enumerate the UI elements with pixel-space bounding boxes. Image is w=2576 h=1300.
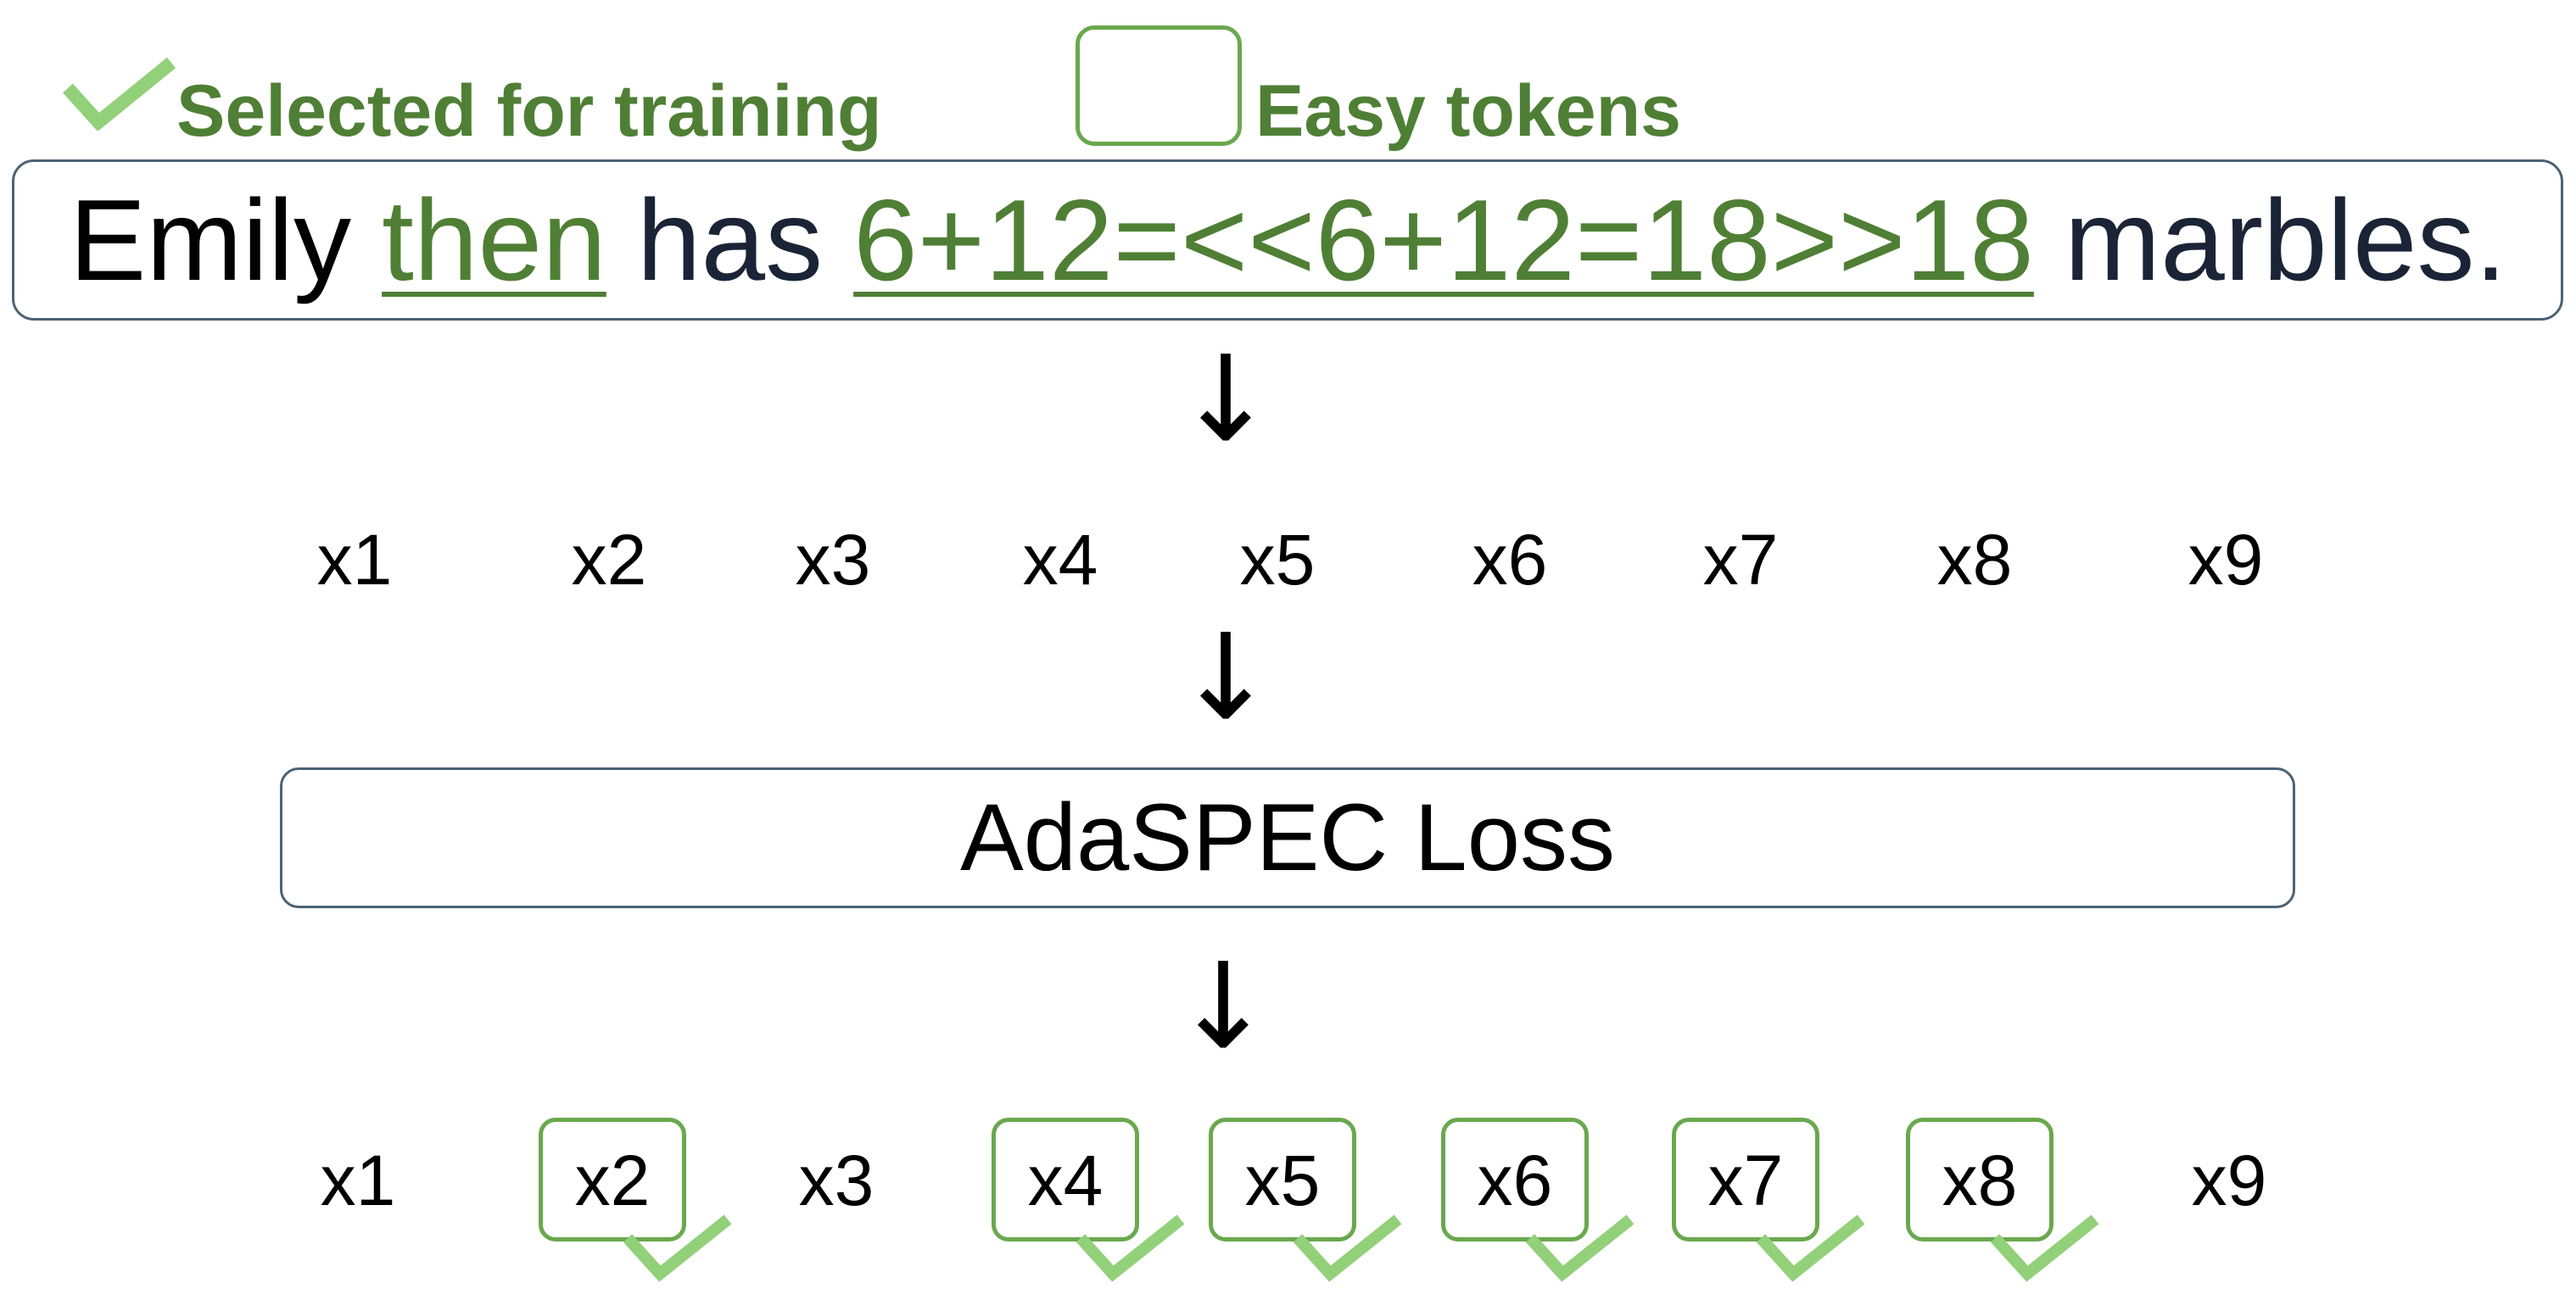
- token-top-5: x5: [1239, 520, 1316, 600]
- token-bottom-6: x6: [1477, 1141, 1553, 1220]
- arrow-down-icon: ↓: [1176, 331, 1276, 469]
- selected-token-box: [992, 1118, 1139, 1241]
- token-top-3: x3: [795, 520, 871, 600]
- arrow-down-icon: ↓: [1176, 609, 1276, 747]
- sentence-box: [12, 159, 2563, 321]
- legend-selected-label: Selected for training: [176, 70, 882, 152]
- sentence-equation: 6+12=<<6+12=18>>18: [853, 176, 2034, 304]
- selected-token-box: [1441, 1118, 1589, 1241]
- token-bottom-7: x7: [1707, 1141, 1784, 1220]
- token-bottom-9: x9: [2191, 1141, 2267, 1220]
- sentence-word-then: then: [382, 176, 606, 304]
- legend-easy-box-icon: [1076, 25, 1242, 146]
- sentence-word-has: has: [636, 176, 824, 304]
- selected-token-box: [539, 1118, 686, 1241]
- token-top-7: x7: [1702, 520, 1779, 600]
- sentence: Emily then has 6+12=<<6+12=18>>18 marble…: [0, 159, 2576, 321]
- token-top-8: x8: [1936, 520, 2013, 600]
- adaspec-loss-label: AdaSPEC Loss: [960, 784, 1615, 890]
- selected-token-box: [1209, 1118, 1356, 1241]
- token-bottom-8: x8: [1942, 1141, 2018, 1220]
- token-top-9: x9: [2188, 520, 2264, 600]
- check-icon: [1756, 1214, 1865, 1282]
- adaspec-loss-box: AdaSPEC Loss: [280, 767, 2295, 908]
- token-top-6: x6: [1472, 520, 1548, 600]
- legend-check-icon: [63, 57, 176, 131]
- token-bottom-3: x3: [798, 1141, 874, 1220]
- check-icon: [1293, 1214, 1402, 1282]
- check-icon: [1076, 1214, 1185, 1282]
- sentence-word-marbles: marbles.: [2064, 176, 2507, 304]
- token-bottom-1: x1: [320, 1141, 396, 1220]
- token-top-4: x4: [1022, 520, 1098, 600]
- check-icon: [1525, 1214, 1634, 1282]
- check-icon: [1990, 1214, 2099, 1282]
- legend-easy-label: Easy tokens: [1255, 70, 1681, 152]
- token-bottom-5: x5: [1244, 1141, 1321, 1220]
- sentence-word-emily: Emily: [69, 176, 352, 304]
- token-top-1: x1: [316, 520, 393, 600]
- arrow-down-icon: ↓: [1173, 938, 1273, 1076]
- selected-token-box: [1672, 1118, 1819, 1241]
- token-bottom-4: x4: [1027, 1141, 1104, 1220]
- token-top-2: x2: [571, 520, 647, 600]
- selected-token-box: [1906, 1118, 2054, 1241]
- token-bottom-2: x2: [574, 1141, 651, 1220]
- check-icon: [623, 1214, 732, 1282]
